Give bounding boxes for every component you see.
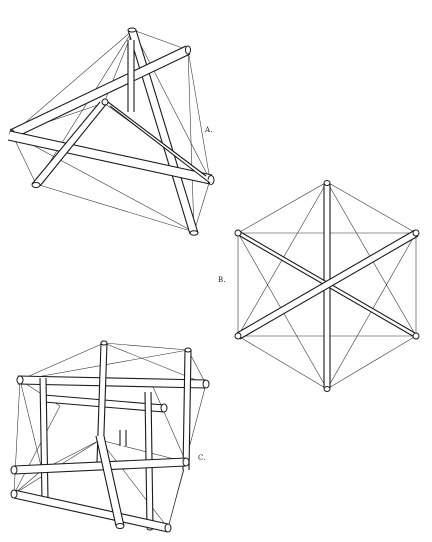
strut-a4 <box>31 101 109 188</box>
figure-b-struts <box>234 180 420 392</box>
figure-c-label: C. <box>198 454 206 462</box>
strut-c5 <box>39 377 49 501</box>
figure-b-label: B. <box>218 276 226 284</box>
figure-a-tendons <box>11 29 211 233</box>
strut-c10 <box>119 430 127 446</box>
strut-c1 <box>16 375 210 389</box>
strut-c9 <box>95 435 125 529</box>
figure-c: C. <box>10 340 210 533</box>
figure-b: B. <box>218 180 420 392</box>
figure-c-struts <box>10 340 210 533</box>
strut-c8 <box>10 489 172 533</box>
strut-a1 <box>127 27 199 236</box>
strut-a2 <box>9 45 191 139</box>
strut-a6 <box>127 40 135 112</box>
strut-a3 <box>7 130 215 185</box>
figure-a: A. <box>7 27 215 236</box>
figure-a-label: A. <box>204 126 213 134</box>
strut-c4 <box>182 347 192 471</box>
figure-a-struts <box>7 27 215 236</box>
strut-b3 <box>234 229 420 340</box>
strut-a5 <box>101 98 211 184</box>
strut-c7 <box>10 457 190 475</box>
